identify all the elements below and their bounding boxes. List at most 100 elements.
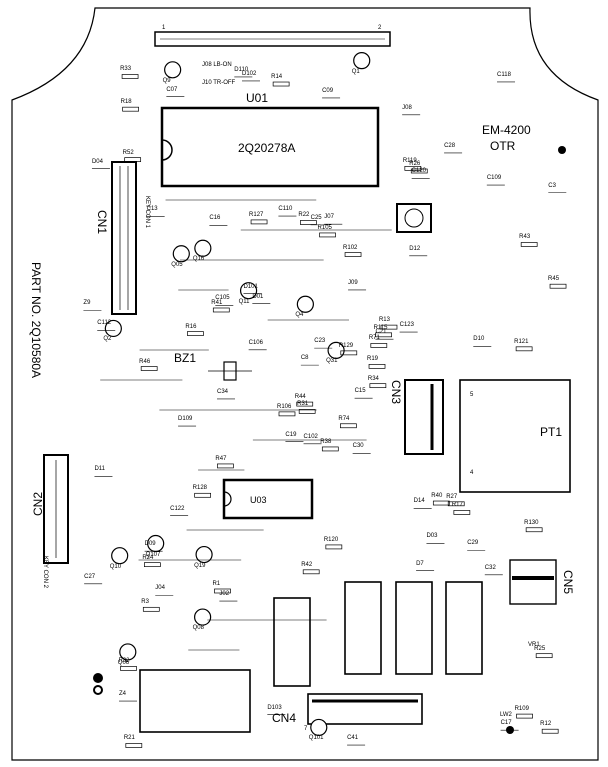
- trace-group: [83, 76, 567, 746]
- cn5-label: CN5: [561, 570, 575, 595]
- component-ref-r42: R42: [301, 561, 313, 568]
- component-ref-r71: R71: [368, 335, 380, 342]
- component-ref-q06: Q06: [117, 659, 130, 666]
- jumper-lb-on: J08 LB-ON: [202, 62, 232, 68]
- connector-cn1: [111, 161, 137, 315]
- component-ref-j02: J02: [219, 591, 230, 598]
- component-ref-d11: D11: [94, 466, 106, 473]
- component-ref-d102: D102: [241, 70, 257, 77]
- resistor-r129: [340, 350, 358, 356]
- resistor-r45: [549, 283, 567, 289]
- transistor-q10: [111, 547, 129, 565]
- transformer-pt1: [459, 379, 571, 493]
- relay-block-1: [273, 597, 311, 687]
- main-ic-code: 2Q20278A: [238, 141, 296, 155]
- resistor-r102: [344, 252, 362, 257]
- resistor-r43: [520, 242, 538, 247]
- mount-hole-left: [93, 673, 103, 683]
- component-ref-r120: R120: [323, 536, 339, 543]
- component-ref-r27: R27: [446, 493, 458, 500]
- resistor-r33: [121, 74, 139, 79]
- resistor-r120: [325, 544, 343, 550]
- transformer-pin-4: 4: [470, 470, 474, 476]
- cn3-label: CN3: [389, 380, 403, 405]
- component-ref-c105: C105: [215, 295, 230, 302]
- transistor-q16: [194, 239, 212, 257]
- component-ref-r119: R119: [402, 158, 417, 165]
- resistor-r52: [124, 157, 142, 162]
- component-ref-d101: D101: [243, 283, 258, 290]
- component-ref-q101: Q101: [308, 735, 324, 742]
- resistor-r19: [368, 364, 386, 369]
- resistor-r12: [541, 728, 559, 734]
- resistor-r16: [187, 331, 204, 336]
- component-ref-c13: C13: [146, 206, 158, 213]
- component-ref-r128: R128: [192, 485, 207, 492]
- component-ref-z4: Z4: [119, 691, 127, 698]
- resistor-r34: [369, 383, 387, 389]
- transistor-q11: [239, 282, 258, 300]
- transistor-q1: [353, 52, 371, 70]
- component-ref-c34: C34: [216, 388, 228, 395]
- vr1-label: VR1: [528, 642, 540, 648]
- component-ref-r21: R21: [123, 735, 135, 742]
- header-pin-2: 2: [378, 25, 382, 31]
- resistor-r127: [250, 219, 268, 225]
- component-ref-c15: C15: [354, 388, 366, 395]
- component-ref-r32: R32: [118, 658, 130, 665]
- resistor-group: [120, 74, 567, 748]
- resistor-r105: [319, 232, 336, 238]
- transistor-q9: [164, 61, 182, 79]
- component-ref-c123: C123: [399, 322, 414, 329]
- transistor-q19: [195, 545, 213, 564]
- resistor-r40: [432, 500, 450, 506]
- component-ref-c122: C122: [170, 505, 185, 512]
- header-pin-1: 1: [162, 25, 166, 31]
- relay-block-4: [445, 581, 483, 675]
- ic-u03: [222, 478, 314, 520]
- component-ref-d04: D04: [91, 158, 103, 165]
- connector-cn5: [509, 559, 557, 605]
- resistor-r46: [140, 366, 158, 371]
- resistor-r121: [515, 346, 533, 352]
- resistor-r47: [217, 463, 234, 469]
- component-ref-d7: D7: [416, 560, 424, 567]
- component-ref-d109: D109: [178, 416, 193, 423]
- resistor-r22: [300, 220, 317, 225]
- component-ref-r17: R17: [451, 502, 463, 509]
- component-ref-q4: Q4: [295, 312, 304, 319]
- resistor-r27: [447, 501, 465, 507]
- connector-cn3: [404, 379, 444, 455]
- component-ref-z9: Z9: [83, 300, 91, 307]
- component-ref-r115: R115: [373, 324, 388, 331]
- component-ref-r44: R44: [294, 394, 306, 401]
- component-ref-r105: R105: [317, 224, 332, 231]
- transistor-q08: [194, 608, 212, 626]
- component-ref-c25: C25: [310, 214, 322, 221]
- component-ref-c17: C17: [500, 720, 512, 727]
- component-ref-r74: R74: [338, 415, 350, 422]
- transistor-q4: [296, 295, 314, 313]
- relay-block-2: [344, 581, 382, 675]
- component-ref-c8: C8: [300, 355, 309, 362]
- resistor-r26: [410, 168, 428, 174]
- transistor-q05: [172, 245, 190, 263]
- component-ref-r18: R18: [120, 99, 132, 106]
- resistor-r21: [125, 743, 143, 748]
- component-ref-q10: Q10: [109, 563, 122, 570]
- component-ref-c41: C41: [347, 735, 359, 742]
- resistor-r25: [535, 653, 553, 659]
- component-ref-c110: C110: [278, 206, 293, 213]
- cn1-label: CN1: [95, 210, 109, 235]
- component-ref-c16: C16: [209, 215, 221, 222]
- component-ref-d09: D09: [144, 541, 156, 548]
- component-ref-c118: C118: [497, 71, 511, 78]
- power-block: [139, 669, 251, 733]
- component-ref-d14: D14: [413, 498, 425, 505]
- component-ref-r47: R47: [215, 455, 227, 462]
- component-ref-d103: D103: [267, 704, 282, 711]
- component-ref-r33: R33: [120, 66, 132, 73]
- component-ref-j09: J09: [348, 279, 358, 286]
- component-ref-r16: R16: [185, 323, 197, 330]
- cn4-pin-7: 7: [304, 726, 308, 732]
